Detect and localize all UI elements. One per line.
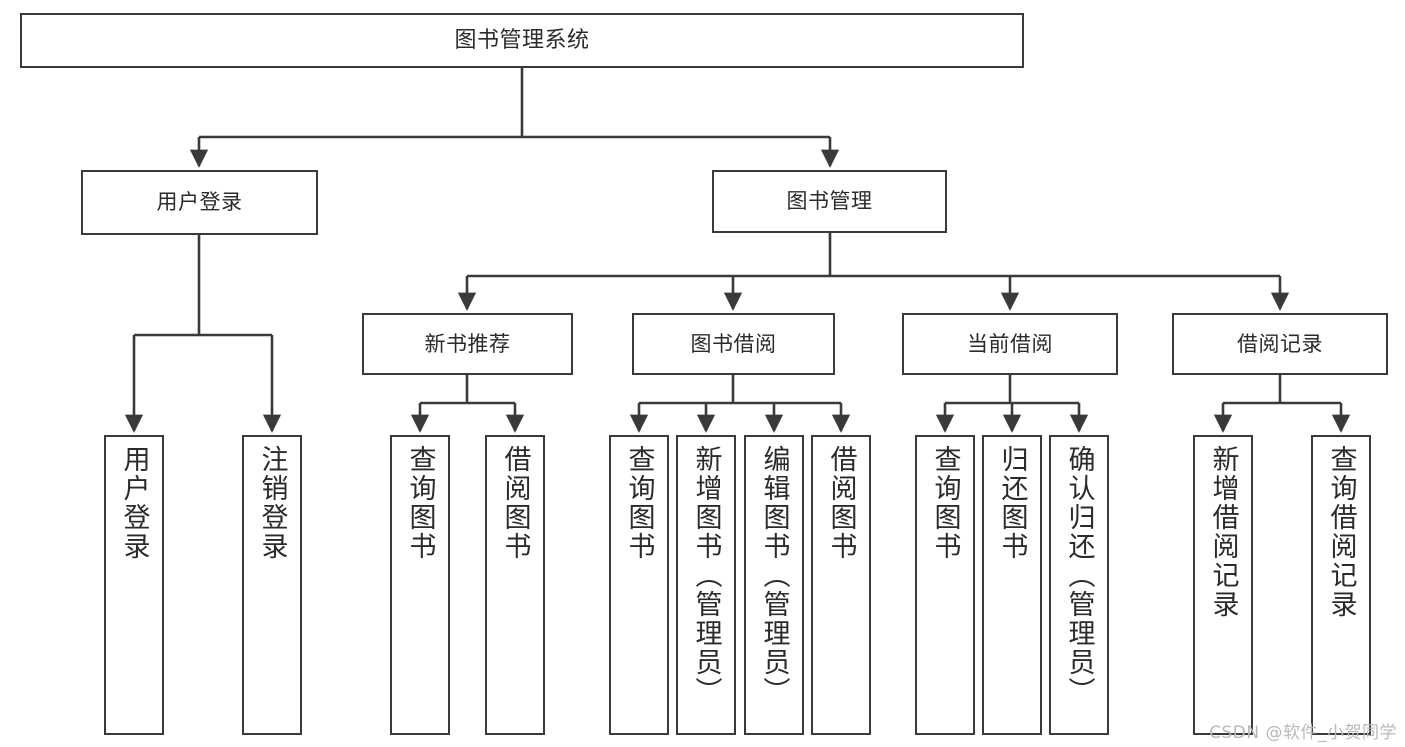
node-label: 借阅记录 — [1237, 331, 1323, 356]
leaf-borrow-book-recommend[interactable]: 借阅图书 — [485, 435, 545, 735]
watermark: CSDN @软件_小贺同学 — [1209, 723, 1397, 743]
leaf-query-book-current[interactable]: 查询图书 — [915, 435, 975, 735]
node-label: 查询借阅记录 — [1325, 445, 1357, 619]
node-label: 确认归还（管理员） — [1063, 445, 1095, 706]
node-user-login[interactable]: 用户登录 — [81, 170, 318, 235]
leaf-logout[interactable]: 注销登录 — [242, 435, 302, 735]
leaf-add-borrow-record[interactable]: 新增借阅记录 — [1193, 435, 1253, 735]
node-label: 查询图书 — [623, 445, 655, 561]
node-label: 查询图书 — [404, 445, 436, 561]
node-label: 编辑图书（管理员） — [758, 445, 790, 706]
node-label: 用户登录 — [156, 190, 243, 215]
leaf-return-book[interactable]: 归还图书 — [982, 435, 1042, 735]
node-label: 图书管理系统 — [454, 27, 590, 53]
leaf-confirm-return-admin[interactable]: 确认归还（管理员） — [1049, 435, 1109, 735]
leaf-query-borrow-record[interactable]: 查询借阅记录 — [1311, 435, 1371, 735]
node-label: 借阅图书 — [499, 445, 531, 561]
node-label: 图书管理 — [786, 189, 873, 214]
node-root-book-management-system[interactable]: 图书管理系统 — [20, 13, 1024, 68]
node-label: 新书推荐 — [424, 331, 511, 356]
leaf-query-book-recommend[interactable]: 查询图书 — [390, 435, 450, 735]
node-label: 借阅图书 — [825, 445, 857, 561]
node-borrow-record[interactable]: 借阅记录 — [1172, 313, 1388, 375]
leaf-query-book-borrow[interactable]: 查询图书 — [609, 435, 669, 735]
leaf-borrow-book[interactable]: 借阅图书 — [811, 435, 871, 735]
node-label: 用户登录 — [118, 445, 150, 561]
node-label: 新增借阅记录 — [1207, 445, 1239, 619]
node-book-management[interactable]: 图书管理 — [712, 170, 947, 233]
node-label: 图书借阅 — [690, 331, 777, 356]
node-label: 当前借阅 — [967, 331, 1053, 356]
leaf-user-login[interactable]: 用户登录 — [104, 435, 164, 735]
node-label: 归还图书 — [996, 445, 1028, 561]
node-label: 注销登录 — [256, 445, 288, 561]
node-new-book-recommend[interactable]: 新书推荐 — [362, 313, 573, 375]
node-label: 新增图书（管理员） — [690, 445, 722, 706]
node-label: 查询图书 — [929, 445, 961, 561]
leaf-add-book-admin[interactable]: 新增图书（管理员） — [676, 435, 736, 735]
node-book-borrow[interactable]: 图书借阅 — [632, 313, 835, 375]
leaf-edit-book-admin[interactable]: 编辑图书（管理员） — [744, 435, 804, 735]
node-current-borrow[interactable]: 当前借阅 — [902, 313, 1118, 375]
